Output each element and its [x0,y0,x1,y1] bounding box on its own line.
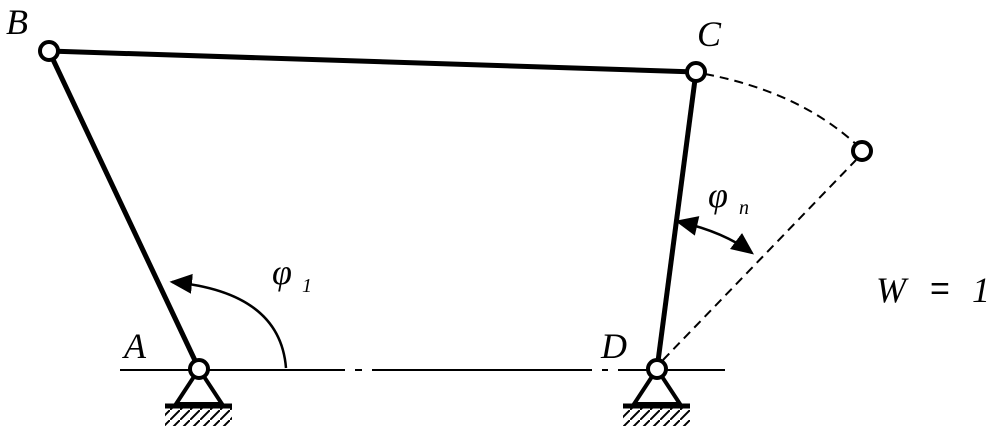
angle-phin-arrow [675,216,755,255]
joint-d [646,358,668,380]
label-b: B [6,2,28,42]
ground-support-a [165,365,232,426]
joint-c [685,61,707,83]
label-phi1: φ [272,252,292,292]
label-c: C [697,14,722,54]
joint-c-alt [851,140,873,162]
label-phin: φ [708,175,728,215]
ground-support-d [623,365,690,426]
label-d: D [600,326,627,366]
label-phi1-sub: 1 [302,275,312,297]
label-phin-sub: n [739,197,749,219]
dof-w: W [876,270,909,310]
link-ab [46,49,202,371]
link-bc [48,48,697,75]
rocker-alt-position-dashed [662,159,857,361]
dof-value: 1 [972,270,990,310]
angle-phi1-arrow [169,273,288,369]
dof-eq: = [930,270,950,308]
coupler-arc-dashed [704,73,859,147]
link-cd [654,71,699,370]
label-a: A [122,326,147,366]
joint-b [38,40,60,62]
joint-a [188,358,210,380]
